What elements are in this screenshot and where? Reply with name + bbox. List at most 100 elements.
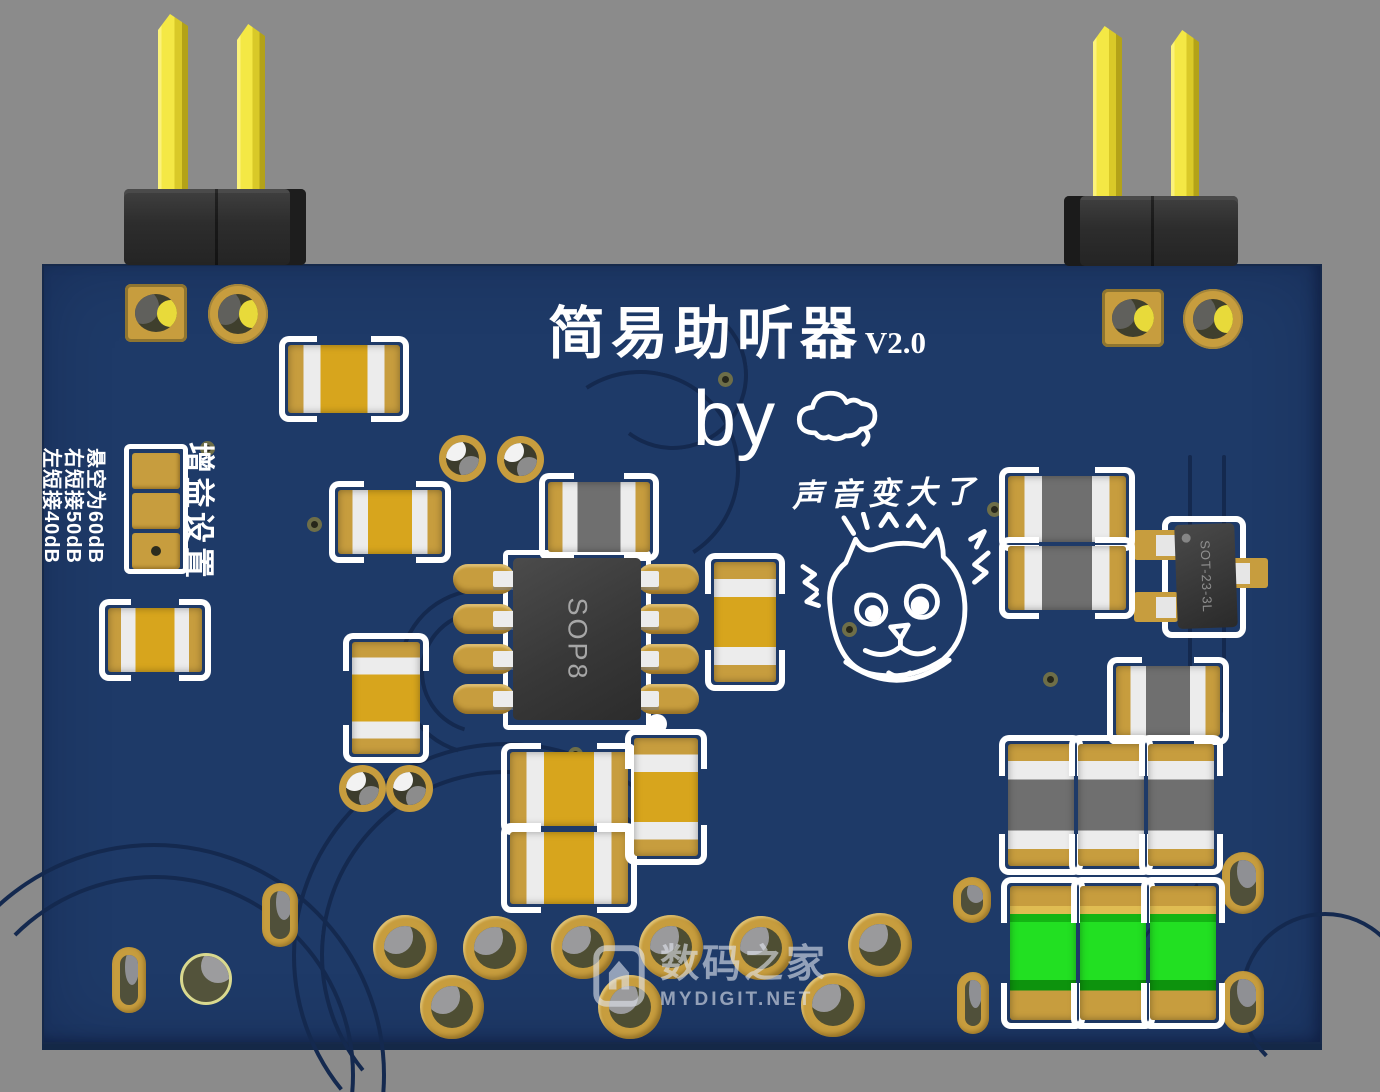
mount-pad: [1102, 289, 1164, 347]
smd-component: [279, 336, 409, 422]
watermark: 数码之家 MYDIGIT.NET: [592, 944, 828, 1011]
drill-hole: [474, 927, 516, 969]
smd-component: [99, 599, 211, 681]
drill-hole: [1193, 299, 1233, 339]
through-hole-pad: [598, 975, 662, 1039]
drill-hole: [1230, 860, 1256, 906]
drill-hole: [346, 772, 379, 805]
silkscreen-bracket: [1094, 537, 1135, 619]
title-silkscreen: 简易助听器V2.0: [450, 288, 1024, 370]
drill-hole: [120, 955, 138, 1005]
header-pin: [1171, 30, 1199, 198]
silkscreen-bracket: [343, 724, 429, 763]
silkscreen-bracket: [370, 336, 409, 422]
oval-pad: [1222, 971, 1264, 1033]
silkscreen-bracket: [625, 824, 707, 865]
drill-hole: [446, 442, 479, 475]
drill-hole: [859, 924, 901, 966]
drill-hole: [1230, 979, 1256, 1025]
pin-pad: [386, 765, 433, 812]
sop8-chip: SOP8: [513, 558, 641, 720]
through-hole-pad: [463, 916, 527, 980]
smd-component: [1107, 657, 1229, 745]
handwriting-text: 声音变大了: [791, 473, 983, 514]
mount-pad: [208, 284, 268, 344]
green-led: [1071, 877, 1155, 1029]
silkscreen-bracket: [279, 336, 318, 422]
through-hole-pad: [848, 913, 912, 977]
silkscreen-bracket: [1107, 657, 1143, 745]
sot23-pin: [1134, 592, 1178, 622]
pin-lead: [1156, 534, 1177, 556]
pin-header-left: [124, 189, 306, 265]
smd-component: [343, 633, 429, 763]
chip-silkscreen-outline: [503, 550, 651, 730]
oval-pad: [1222, 852, 1264, 914]
smd-component: [1069, 735, 1153, 875]
green-led: [1141, 877, 1225, 1029]
green-led: [1001, 877, 1085, 1029]
jumper-pad: [132, 493, 180, 529]
byline-row: by: [642, 372, 942, 464]
silkscreen-bracket: [624, 473, 659, 561]
watermark-cn: 数码之家: [660, 943, 829, 986]
pin-pad: [497, 436, 544, 483]
gain-heading: 增益设置: [181, 442, 216, 582]
pin-lead: [1156, 596, 1177, 618]
silkscreen-bracket: [705, 650, 785, 691]
watermark-logo-icon: [592, 944, 646, 1008]
smd-component: [1139, 735, 1223, 875]
cloud-icon: [787, 372, 891, 456]
pin-pad: [439, 435, 486, 482]
silkscreen-bracket: [625, 729, 707, 770]
drill-hole: [135, 294, 177, 332]
oval-pad: [953, 877, 991, 923]
drill-hole: [562, 926, 604, 968]
smd-component: [705, 553, 785, 691]
pin1-marker-dot: [647, 714, 667, 734]
chip-label: SOP8: [562, 596, 593, 682]
smd-component: [329, 481, 451, 563]
smd-component: [999, 537, 1135, 619]
drill-hole: [812, 984, 854, 1026]
silkscreen-bracket: [1141, 877, 1225, 923]
mount-pad: [1183, 289, 1243, 349]
silkscreen-bracket: [1139, 735, 1223, 777]
silkscreen-bracket: [1141, 983, 1225, 1029]
silkscreen-bracket: [596, 823, 637, 913]
pin-pad: [339, 765, 386, 812]
jumper-pad: [132, 533, 180, 569]
via: [307, 517, 322, 532]
drill-hole: [384, 926, 426, 968]
smd-component: [999, 735, 1083, 875]
header-pin: [1093, 26, 1122, 198]
drill-hole: [965, 980, 981, 1026]
silkscreen-bracket: [1193, 657, 1229, 745]
drill-hole: [270, 891, 290, 939]
header-pin: [158, 14, 188, 190]
through-hole-pad: [373, 915, 437, 979]
pin-lead: [1233, 562, 1250, 584]
silkscreen-bracket: [415, 481, 451, 563]
sot23-label: SOT-23-3L: [1197, 539, 1215, 613]
pin-header-right: [1064, 196, 1238, 266]
drill-hole: [740, 927, 782, 969]
via: [718, 372, 733, 387]
cat-icon: [795, 512, 1000, 707]
drill-hole: [393, 772, 426, 805]
silkscreen-bracket: [501, 743, 542, 835]
through-hole-pad: [639, 915, 703, 979]
through-hole-pad: [729, 916, 793, 980]
unplated-hole: [180, 953, 232, 1005]
silkscreen-bracket: [179, 599, 211, 681]
drill-hole: [1112, 299, 1154, 337]
oval-pad: [957, 972, 989, 1034]
gain-line-3: 悬空为60dB: [84, 448, 106, 564]
sot23-pin: [1134, 530, 1178, 560]
header-pin: [237, 24, 265, 190]
sot23-transistor: SOT-23-3L: [1174, 522, 1238, 630]
via: [842, 622, 857, 637]
smd-component: [539, 473, 659, 561]
mount-pad: [125, 284, 187, 342]
drill-hole: [218, 294, 258, 334]
